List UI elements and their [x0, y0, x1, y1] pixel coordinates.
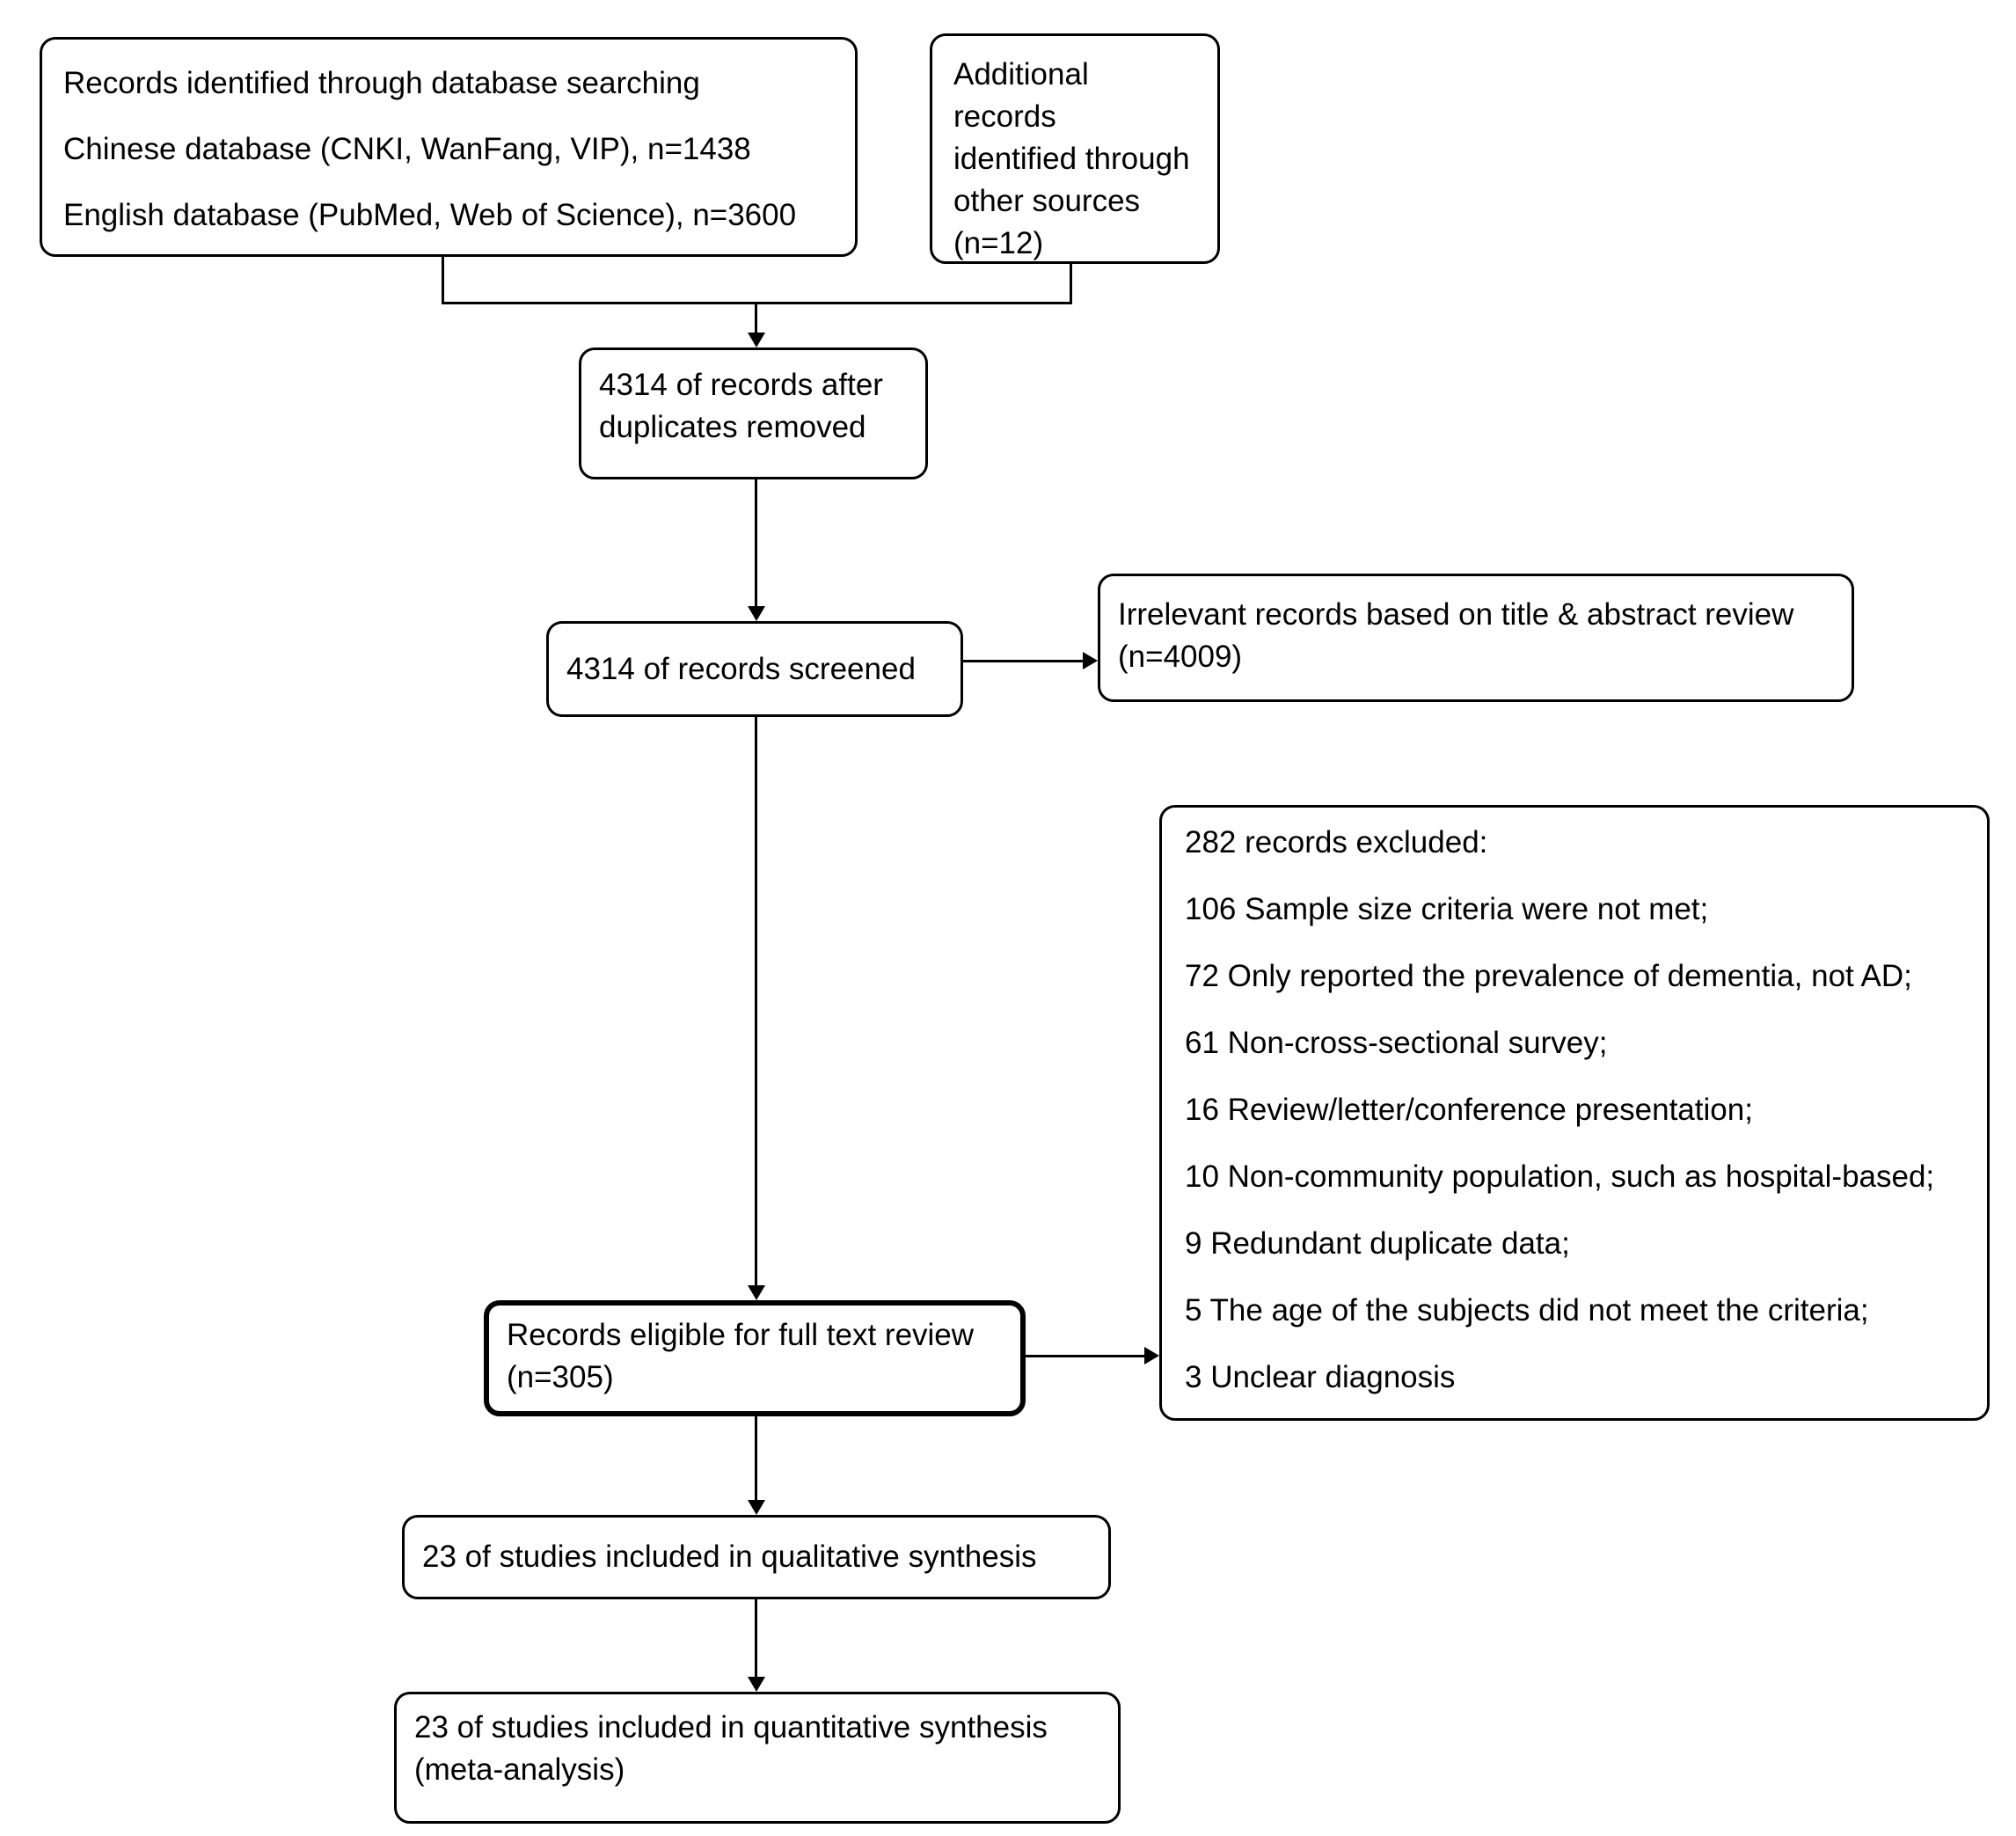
- node-records-screened-text: 4314 of records screened: [566, 651, 916, 686]
- node-records-screened: 4314 of records screened: [546, 621, 963, 717]
- node-irrelevant-records: Irrelevant records based on title & abst…: [1098, 574, 1854, 702]
- connector-dedup-to-screened: [755, 479, 757, 608]
- node-records-identified-text: Records identified through database sear…: [63, 66, 797, 232]
- node-records-eligible-full-text-text: Records eligible for full text review (n…: [507, 1318, 975, 1394]
- arrowhead-to-eligible-icon: [748, 1285, 765, 1300]
- arrowhead-to-excluded-icon: [1144, 1347, 1159, 1364]
- connector-additional-drop: [1070, 264, 1072, 304]
- node-quantitative-synthesis-text: 23 of studies included in quantitative s…: [414, 1710, 1048, 1787]
- connector-eligible-to-qualitative: [755, 1416, 757, 1502]
- node-records-excluded-text: 282 records excluded: 106 Sample size cr…: [1185, 825, 1935, 1394]
- connector-identified-drop: [442, 257, 444, 304]
- node-irrelevant-records-text: Irrelevant records based on title & abst…: [1118, 597, 1794, 674]
- arrowhead-to-irrelevant-icon: [1083, 652, 1098, 669]
- node-records-eligible-full-text: Records eligible for full text review (n…: [484, 1300, 1026, 1416]
- node-records-identified: Records identified through database sear…: [40, 37, 858, 257]
- node-additional-records: Additional records identified through ot…: [930, 33, 1220, 264]
- connector-screened-to-irrelevant: [963, 660, 1085, 662]
- connector-screened-to-eligible: [755, 717, 757, 1287]
- node-records-after-duplicates-removed: 4314 of records after duplicates removed: [579, 347, 928, 479]
- connector-eligible-to-excluded: [1026, 1355, 1145, 1357]
- node-additional-records-text: Additional records identified through ot…: [953, 57, 1190, 260]
- arrowhead-to-screened-icon: [748, 606, 765, 621]
- arrowhead-to-quantitative-icon: [748, 1677, 765, 1692]
- connector-qualitative-to-quantitative: [755, 1599, 757, 1679]
- connector-merge-down: [755, 302, 757, 334]
- node-qualitative-synthesis-text: 23 of studies included in qualitative sy…: [422, 1540, 1037, 1574]
- node-qualitative-synthesis: 23 of studies included in qualitative sy…: [402, 1515, 1111, 1599]
- node-quantitative-synthesis: 23 of studies included in quantitative s…: [394, 1692, 1121, 1824]
- arrowhead-to-dedup-icon: [748, 333, 765, 347]
- node-records-excluded: 282 records excluded: 106 Sample size cr…: [1159, 805, 1990, 1421]
- arrowhead-to-qualitative-icon: [748, 1500, 765, 1515]
- node-records-after-duplicates-removed-text: 4314 of records after duplicates removed: [599, 368, 883, 444]
